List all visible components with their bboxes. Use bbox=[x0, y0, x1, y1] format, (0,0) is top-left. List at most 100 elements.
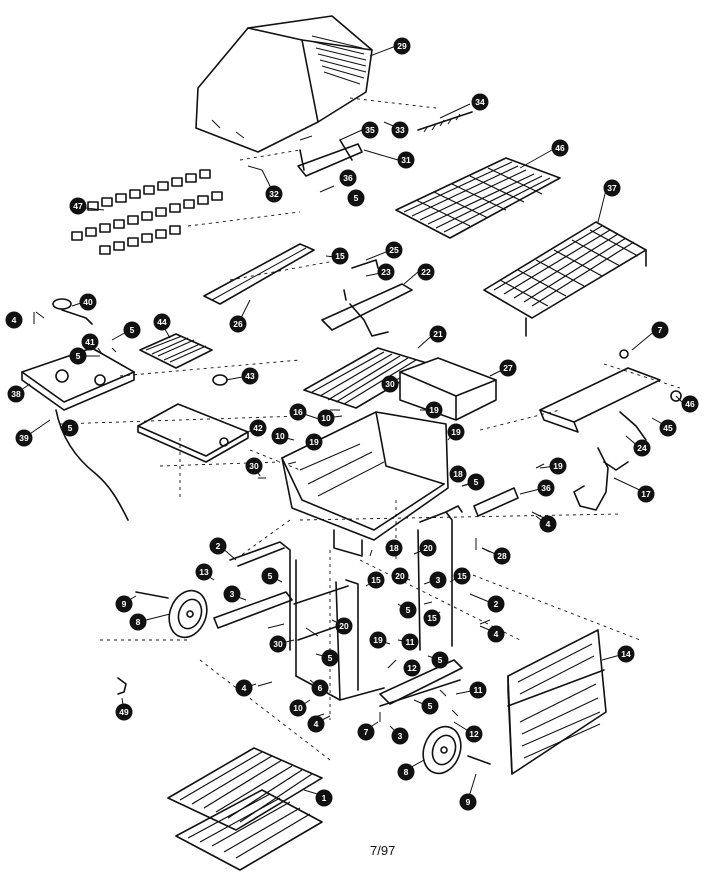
side-burner bbox=[212, 374, 228, 386]
lid-handle bbox=[297, 111, 473, 177]
callout: 9 bbox=[115, 595, 133, 613]
callout: 15 bbox=[453, 567, 471, 585]
svg-text:5: 5 bbox=[438, 655, 443, 665]
svg-text:16: 16 bbox=[293, 407, 303, 417]
svg-text:12: 12 bbox=[469, 729, 479, 739]
callout: 31 bbox=[397, 151, 415, 169]
cooking-grid bbox=[483, 221, 647, 337]
callout: 24 bbox=[633, 439, 651, 457]
callout: 4 bbox=[307, 715, 325, 733]
svg-text:15: 15 bbox=[427, 613, 437, 623]
svg-text:19: 19 bbox=[309, 437, 319, 447]
firebox bbox=[281, 411, 449, 557]
callout: 16 bbox=[289, 403, 307, 421]
callout: 14 bbox=[617, 645, 635, 663]
svg-text:18: 18 bbox=[453, 469, 463, 479]
igniter-clip bbox=[117, 677, 127, 695]
svg-text:18: 18 bbox=[389, 543, 399, 553]
date-code: 7/97 bbox=[370, 843, 396, 858]
svg-text:37: 37 bbox=[607, 183, 617, 193]
svg-text:34: 34 bbox=[475, 97, 485, 107]
svg-text:1: 1 bbox=[322, 793, 327, 803]
callout: 30 bbox=[245, 457, 263, 475]
svg-text:26: 26 bbox=[233, 319, 243, 329]
svg-text:20: 20 bbox=[423, 543, 433, 553]
callout: 12 bbox=[403, 659, 421, 677]
callout: 4 bbox=[235, 679, 253, 697]
callout: 15 bbox=[331, 247, 349, 265]
svg-text:5: 5 bbox=[268, 571, 273, 581]
callout: 15 bbox=[367, 571, 385, 589]
callout: 21 bbox=[429, 325, 447, 343]
svg-text:32: 32 bbox=[269, 189, 279, 199]
callout: 13 bbox=[195, 563, 213, 581]
svg-text:14: 14 bbox=[621, 649, 631, 659]
svg-text:15: 15 bbox=[371, 575, 381, 585]
right-side-shelf bbox=[399, 357, 497, 421]
callout: 23 bbox=[377, 263, 395, 281]
svg-text:36: 36 bbox=[541, 483, 551, 493]
side-burner-shelf bbox=[21, 347, 135, 411]
svg-text:49: 49 bbox=[119, 707, 129, 717]
dashed-guides bbox=[59, 97, 681, 761]
svg-text:7: 7 bbox=[658, 325, 663, 335]
svg-text:19: 19 bbox=[553, 461, 563, 471]
svg-text:21: 21 bbox=[433, 329, 443, 339]
svg-text:46: 46 bbox=[685, 399, 695, 409]
svg-text:39: 39 bbox=[19, 433, 29, 443]
svg-text:11: 11 bbox=[406, 637, 415, 647]
callout: 3 bbox=[223, 585, 241, 603]
side-burner-valve bbox=[52, 298, 93, 325]
svg-text:30: 30 bbox=[273, 639, 283, 649]
svg-text:8: 8 bbox=[136, 617, 141, 627]
svg-text:44: 44 bbox=[157, 317, 167, 327]
callout: 42 bbox=[249, 419, 267, 437]
grill-lid bbox=[195, 15, 373, 153]
svg-text:3: 3 bbox=[230, 589, 235, 599]
callout: 5 bbox=[61, 419, 79, 437]
svg-text:22: 22 bbox=[421, 267, 431, 277]
svg-text:29: 29 bbox=[397, 41, 407, 51]
grease-tray bbox=[203, 243, 315, 305]
right-wheel bbox=[422, 725, 462, 775]
burner-assembly bbox=[321, 259, 413, 337]
svg-text:6: 6 bbox=[318, 683, 323, 693]
control-panel bbox=[539, 349, 682, 441]
callout: 26 bbox=[229, 315, 247, 333]
callout: 4 bbox=[487, 625, 505, 643]
svg-text:5: 5 bbox=[354, 193, 359, 203]
callout: 11 bbox=[401, 633, 419, 651]
svg-text:8: 8 bbox=[404, 767, 409, 777]
callout: 5 bbox=[321, 649, 339, 667]
side-burner-grate bbox=[139, 333, 213, 369]
svg-text:4: 4 bbox=[314, 719, 319, 729]
callouts: 29 34 35 33 31 32 36 5 46 47 37 15 25 23… bbox=[5, 37, 699, 811]
svg-text:20: 20 bbox=[339, 621, 349, 631]
svg-text:23: 23 bbox=[381, 267, 391, 277]
svg-text:30: 30 bbox=[385, 379, 395, 389]
callout: 46 bbox=[681, 395, 699, 413]
svg-text:2: 2 bbox=[494, 599, 499, 609]
svg-text:5: 5 bbox=[328, 653, 333, 663]
svg-text:3: 3 bbox=[398, 731, 403, 741]
callout: 36 bbox=[339, 169, 357, 187]
svg-text:45: 45 bbox=[663, 423, 673, 433]
callout: 5 bbox=[347, 189, 365, 207]
svg-text:17: 17 bbox=[641, 489, 651, 499]
axle-bolts bbox=[135, 591, 491, 765]
svg-text:28: 28 bbox=[497, 551, 507, 561]
hardware-screws bbox=[33, 135, 545, 722]
svg-text:20: 20 bbox=[395, 571, 405, 581]
callout: 28 bbox=[493, 547, 511, 565]
callout: 2 bbox=[209, 537, 227, 555]
callout: 44 bbox=[153, 313, 171, 331]
svg-text:5: 5 bbox=[428, 701, 433, 711]
callout: 18 bbox=[449, 465, 467, 483]
callout: 19 bbox=[425, 401, 443, 419]
svg-text:10: 10 bbox=[293, 703, 303, 713]
svg-text:46: 46 bbox=[555, 143, 565, 153]
valve-bracket bbox=[473, 487, 519, 517]
svg-text:19: 19 bbox=[373, 635, 383, 645]
svg-text:41: 41 bbox=[85, 337, 95, 347]
